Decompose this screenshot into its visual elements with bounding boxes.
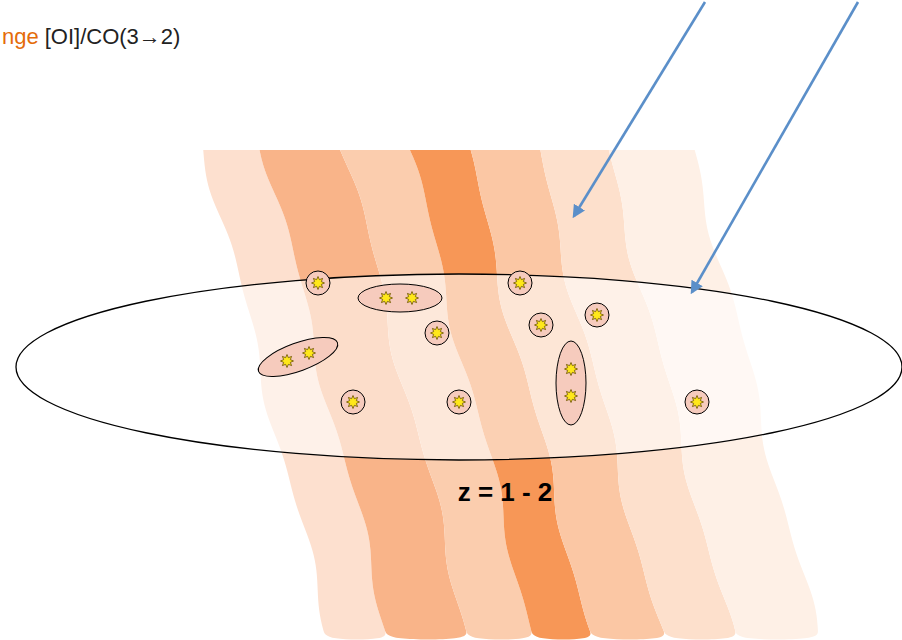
galaxy-circle xyxy=(508,271,532,295)
star-symbol xyxy=(514,277,527,290)
galaxy-sources xyxy=(254,271,709,425)
star-symbol xyxy=(591,309,604,322)
star-symbol xyxy=(535,319,548,332)
header-text: nge xyxy=(2,24,39,49)
star-symbol xyxy=(453,396,466,409)
galaxy-circle xyxy=(306,271,330,295)
galaxy-circle xyxy=(529,313,553,337)
star-symbol xyxy=(406,292,419,305)
pointer-arrow xyxy=(692,2,858,292)
galaxy-circle xyxy=(585,303,609,327)
galaxy-circle xyxy=(447,390,471,414)
galaxy-pair xyxy=(358,284,442,312)
pointer-arrow xyxy=(574,2,705,216)
star-symbol xyxy=(691,396,704,409)
galaxy-pair xyxy=(254,329,343,384)
star-symbol xyxy=(281,355,294,368)
star-symbol xyxy=(565,390,578,403)
redshift-label: z = 1 - 2 xyxy=(458,478,553,508)
star-symbol xyxy=(347,396,360,409)
galaxy-circle xyxy=(341,390,365,414)
galaxy-circle xyxy=(425,321,449,345)
star-symbol xyxy=(303,347,316,360)
star-symbol xyxy=(312,277,325,290)
galaxy-circle xyxy=(685,390,709,414)
header-text: [OI]/CO(3→2) xyxy=(45,24,181,49)
galaxy-pair xyxy=(556,341,586,425)
survey-ellipse xyxy=(16,274,902,460)
star-symbol xyxy=(380,292,393,305)
star-symbol xyxy=(431,327,444,340)
star-symbol xyxy=(565,363,578,376)
